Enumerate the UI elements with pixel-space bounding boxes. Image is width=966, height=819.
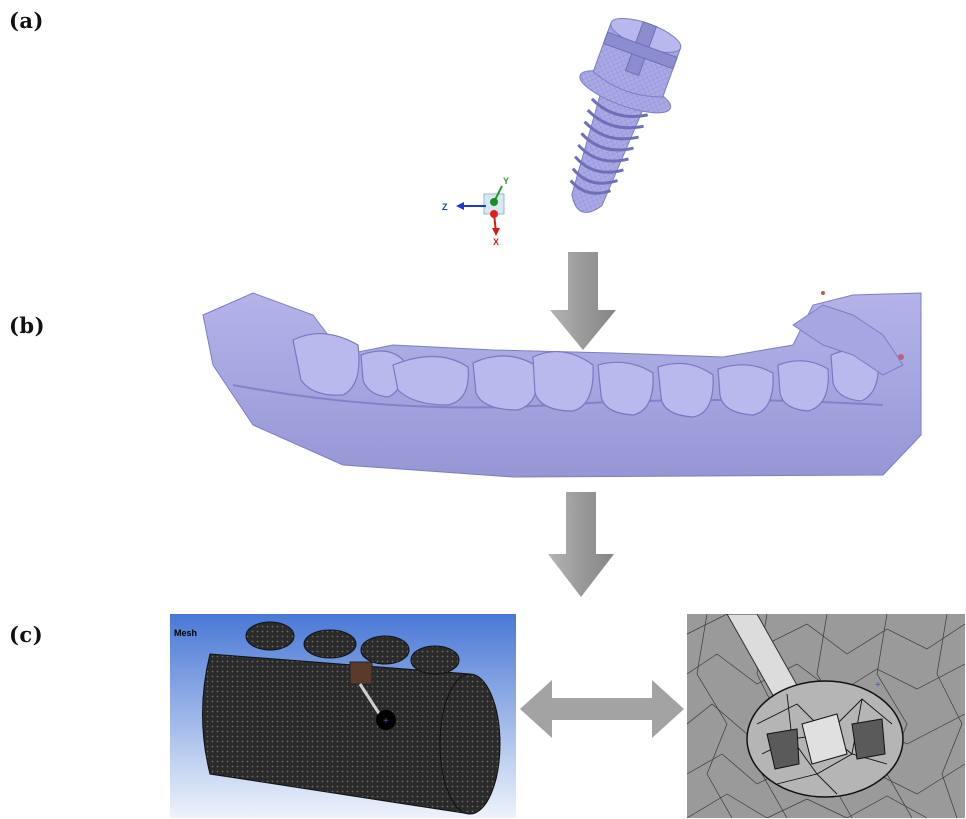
triad-y-label: Y xyxy=(503,176,509,186)
mesh-panel: + Mesh xyxy=(170,614,516,818)
svg-text:+: + xyxy=(875,680,881,691)
screw-model xyxy=(520,0,710,235)
panel-label-c: (c) xyxy=(9,622,43,647)
coordinate-triad-icon: Y Z X xyxy=(436,172,516,252)
double-arrow-icon xyxy=(520,680,684,738)
triad-x-label: X xyxy=(493,237,499,247)
mesh-title: Mesh xyxy=(174,628,197,638)
svg-text:+: + xyxy=(383,716,389,727)
panel-label-b: (b) xyxy=(9,313,45,338)
panel-label-a: (a) xyxy=(9,8,44,33)
down-arrow-icon-2 xyxy=(548,492,614,597)
zoomed-mesh-detail: + xyxy=(687,614,965,818)
triad-z-label: Z xyxy=(442,202,448,212)
jaw-scan-model xyxy=(193,285,931,485)
